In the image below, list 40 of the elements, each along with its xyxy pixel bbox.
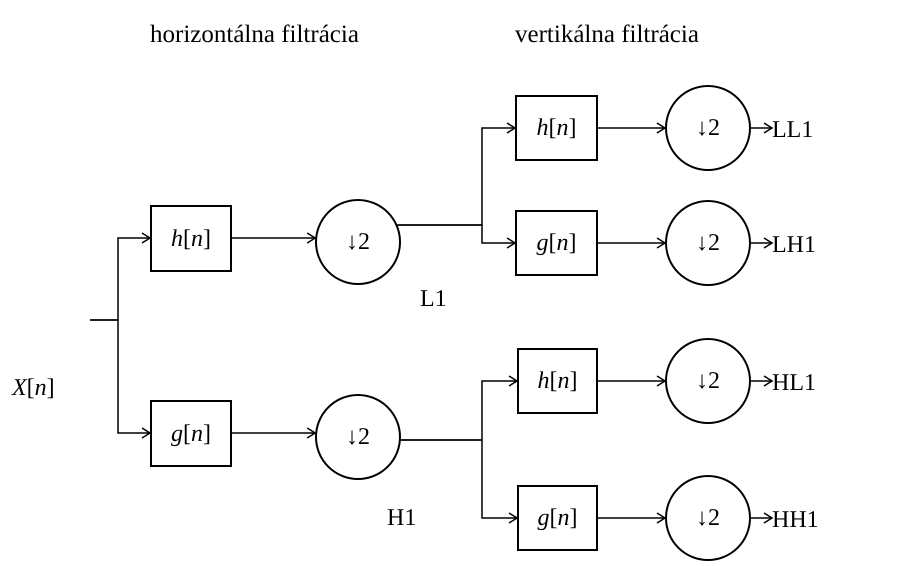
filter-label: h[n] (538, 369, 578, 393)
downsample-label: ↓2 (346, 230, 370, 254)
downsample-label: ↓2 (696, 369, 720, 393)
arrow (598, 375, 666, 387)
filter-box (515, 210, 598, 276)
arrow (400, 439, 518, 524)
downsample-label: ↓2 (346, 425, 370, 449)
signal-label: LH1 (772, 233, 816, 257)
arrow (598, 237, 666, 249)
arrow (398, 224, 516, 249)
filter-box (515, 95, 598, 161)
filter-box (150, 205, 232, 272)
filter-label: g[n] (538, 506, 578, 530)
signal-label: HH1 (772, 508, 819, 532)
filter-box (517, 485, 598, 551)
filter-label: g[n] (171, 422, 211, 446)
column-heading: horizontálna filtrácia (150, 20, 359, 50)
arrow (232, 427, 316, 439)
band-label: L1 (420, 287, 447, 311)
arrow (598, 512, 666, 524)
arrow (90, 319, 151, 439)
downsample-label: ↓2 (696, 116, 720, 140)
filter-label: g[n] (536, 231, 576, 255)
arrow (751, 237, 773, 249)
arrow (751, 122, 773, 134)
band-label: H1 (387, 506, 416, 530)
signal-label: X[n] (12, 376, 55, 400)
filter-label: h[n] (536, 116, 576, 140)
arrow (598, 122, 666, 134)
signal-label: LL1 (772, 118, 814, 142)
arrow (751, 375, 773, 387)
filter-label: h[n] (171, 226, 211, 250)
arrow (751, 512, 773, 524)
arrow (232, 232, 316, 244)
column-heading: vertikálna filtrácia (515, 20, 699, 50)
downsample-label: ↓2 (696, 231, 720, 255)
filter-box (517, 348, 598, 414)
signal-label: HL1 (772, 371, 816, 395)
downsample-label: ↓2 (696, 506, 720, 530)
filter-box (150, 400, 232, 467)
